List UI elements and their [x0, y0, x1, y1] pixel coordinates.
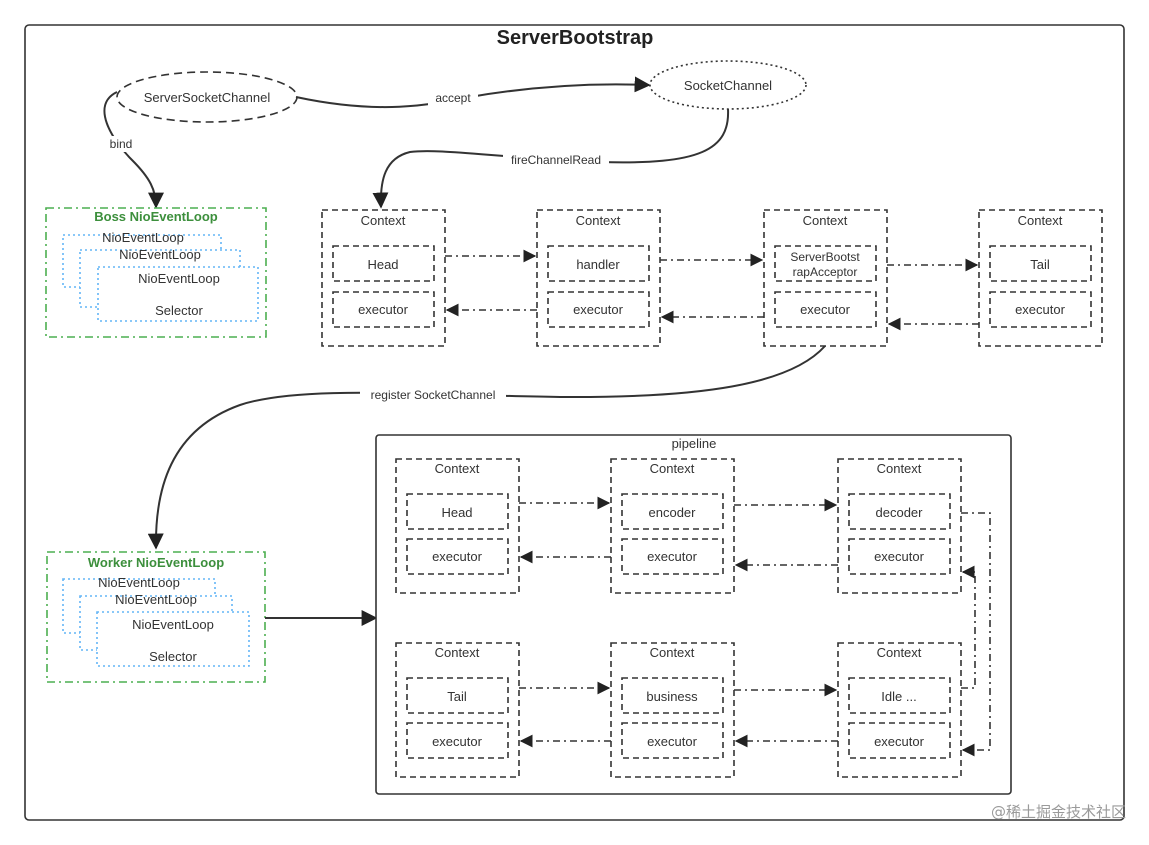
- worker-loop-label-3: NioEventLoop: [132, 617, 214, 632]
- accept-label-bg: [428, 90, 478, 106]
- handler-box: [406, 493, 509, 530]
- executor-label: executor: [432, 549, 483, 564]
- register-label-bg: [360, 387, 506, 403]
- pipeline-context-idle: Context Idle ... executor: [837, 642, 962, 778]
- executor-box: [621, 538, 724, 575]
- executor-label: executor: [358, 302, 409, 317]
- worker-loop-label-2: NioEventLoop: [115, 592, 197, 607]
- bind-edge: [103, 91, 164, 209]
- handler-label: Head: [367, 257, 398, 272]
- decoder-to-idle-link: [961, 512, 991, 757]
- context-title: Context: [650, 461, 695, 476]
- handler-label: encoder: [649, 505, 697, 520]
- handler-label: Idle ...: [881, 689, 916, 704]
- fire-channel-read-edge-label: fireChannelRead: [511, 153, 601, 167]
- boss-event-loop-group: Boss NioEventLoop NioEventLoop NioEventL…: [45, 207, 267, 338]
- context-title: Context: [1018, 213, 1063, 228]
- pipeline-context-tail: Context Tail executor: [395, 642, 520, 778]
- executor-box: [406, 722, 509, 759]
- server-context-head: Context Head executor: [321, 209, 446, 347]
- server-context-tail: Context Tail executor: [978, 209, 1103, 347]
- handler-box: [989, 245, 1092, 282]
- handler-label: handler: [576, 257, 620, 272]
- fire-channel-read-label-bg: [503, 152, 609, 168]
- pipeline-context-decoder: Context decoder executor: [837, 458, 962, 594]
- context-title: Context: [435, 461, 480, 476]
- handler-label: Tail: [1030, 257, 1050, 272]
- executor-box: [621, 722, 724, 759]
- handler-box: [848, 493, 951, 530]
- diagram-title: ServerBootstrap: [497, 27, 654, 49]
- server-socket-channel-label: ServerSocketChannel: [144, 90, 271, 105]
- context-title: Context: [877, 645, 922, 660]
- accept-edge-label: accept: [435, 91, 471, 105]
- worker-loop-label-1: NioEventLoop: [98, 575, 180, 590]
- handler-box: [332, 245, 435, 282]
- bind-edge-label: bind: [110, 137, 133, 151]
- executor-label: executor: [647, 734, 698, 749]
- executor-box: [547, 291, 650, 328]
- handler-box: [406, 677, 509, 714]
- pipeline-context-business: Context business executor: [610, 642, 735, 778]
- bind-label-bg: [104, 136, 138, 152]
- watermark: @稀土掘金技术社区: [991, 803, 1126, 821]
- executor-label: executor: [874, 734, 925, 749]
- context-title: Context: [803, 213, 848, 228]
- pipeline-context-encoder: Context encoder executor: [610, 458, 735, 594]
- executor-box: [989, 291, 1092, 328]
- context-title: Context: [361, 213, 406, 228]
- executor-box: [848, 538, 951, 575]
- boss-selector-label: Selector: [155, 303, 203, 318]
- handler-box: [848, 677, 951, 714]
- boss-loop-label-1: NioEventLoop: [102, 230, 184, 245]
- handler-label: business: [646, 689, 698, 704]
- boss-group-title: Boss NioEventLoop: [94, 209, 218, 224]
- context-title: Context: [576, 213, 621, 228]
- worker-group-title: Worker NioEventLoop: [88, 555, 224, 570]
- context-title: Context: [435, 645, 480, 660]
- handler-label-line-1: ServerBootst: [790, 250, 860, 264]
- worker-event-loop-group: Worker NioEventLoop NioEventLoop NioEven…: [46, 551, 266, 683]
- handler-label: Head: [441, 505, 472, 520]
- executor-label: executor: [647, 549, 698, 564]
- executor-label: executor: [573, 302, 624, 317]
- boss-loop-box-3: [97, 266, 259, 322]
- executor-label: executor: [874, 549, 925, 564]
- executor-box: [774, 291, 877, 328]
- handler-box: [621, 677, 724, 714]
- server-context-handler: Context handler executor: [536, 209, 661, 347]
- worker-loop-box-3: [96, 611, 250, 667]
- boss-loop-label-3: NioEventLoop: [138, 271, 220, 286]
- executor-box: [848, 722, 951, 759]
- executor-box: [332, 291, 435, 328]
- handler-box: [774, 245, 877, 282]
- executor-label: executor: [432, 734, 483, 749]
- executor-box: [406, 538, 509, 575]
- socket-channel-label: SocketChannel: [684, 78, 772, 93]
- handler-box: [621, 493, 724, 530]
- worker-selector-label: Selector: [149, 649, 197, 664]
- handler-label-line-2: rapAcceptor: [793, 265, 858, 279]
- pipeline-context-head: Context Head executor: [395, 458, 520, 594]
- idle-to-decoder-executor-link: [961, 565, 976, 689]
- handler-label: decoder: [876, 505, 924, 520]
- context-title: Context: [877, 461, 922, 476]
- context-title: Context: [650, 645, 695, 660]
- pipeline-label: pipeline: [672, 436, 717, 451]
- handler-label: Tail: [447, 689, 467, 704]
- boss-loop-label-2: NioEventLoop: [119, 247, 201, 262]
- server-context-acceptor: Context ServerBootst rapAcceptor executo…: [763, 209, 888, 347]
- executor-label: executor: [800, 302, 851, 317]
- executor-label: executor: [1015, 302, 1066, 317]
- handler-box: [547, 245, 650, 282]
- register-edge-label: register SocketChannel: [371, 388, 496, 402]
